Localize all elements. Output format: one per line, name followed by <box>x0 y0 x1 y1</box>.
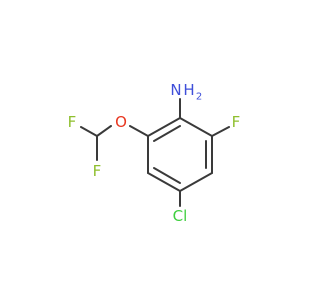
atom-cl: Cl <box>173 207 188 225</box>
bond-ring-c3-c4 <box>147 172 181 192</box>
atom-n: N <box>170 81 181 99</box>
bond-c-f-top <box>80 126 98 137</box>
bond-ring-c1-c2 <box>147 117 181 137</box>
bond-o-c <box>96 125 112 137</box>
bond-c-o <box>129 125 149 137</box>
bond-ring-inner-1 <box>153 125 181 142</box>
atom-h: H <box>183 81 194 99</box>
atom-f-ring: F <box>232 113 241 131</box>
atom-h-subscript: 2 <box>196 92 202 103</box>
atom-f-top: F <box>68 113 77 131</box>
bond-ring-inner-2 <box>153 167 181 184</box>
atom-f-bottom: F <box>93 162 102 180</box>
bond-c-f-ring <box>211 126 230 137</box>
molecule-canvas: N H 2 O F F F Cl <box>67 81 241 225</box>
bond-ring-c4-c5 <box>179 172 213 192</box>
structure-diagram: N H 2 O F F F Cl <box>68 81 241 225</box>
atom-o: O <box>115 113 127 131</box>
bond-ring-c6-c1 <box>179 117 213 137</box>
